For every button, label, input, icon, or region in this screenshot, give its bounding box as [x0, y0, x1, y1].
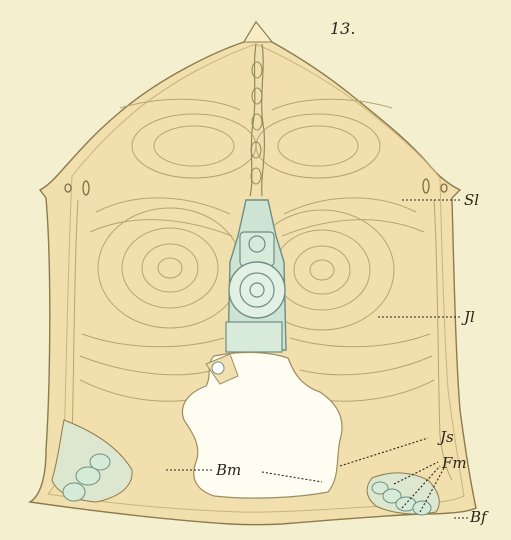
label-bm: Bm [215, 461, 241, 479]
apex [244, 22, 272, 42]
label-js: Js [437, 428, 454, 446]
figure-number: 13. [330, 19, 355, 38]
spine-chamber [240, 232, 274, 266]
spine-large-ring-outer [229, 262, 285, 318]
label-bf: Bf [469, 508, 489, 526]
spine-base-box [226, 322, 282, 352]
label-jl: Jl [461, 308, 475, 326]
muscle-scar-nodule [212, 362, 224, 374]
label-fm: Fm [441, 454, 467, 472]
label-sl: Sl [464, 191, 479, 209]
